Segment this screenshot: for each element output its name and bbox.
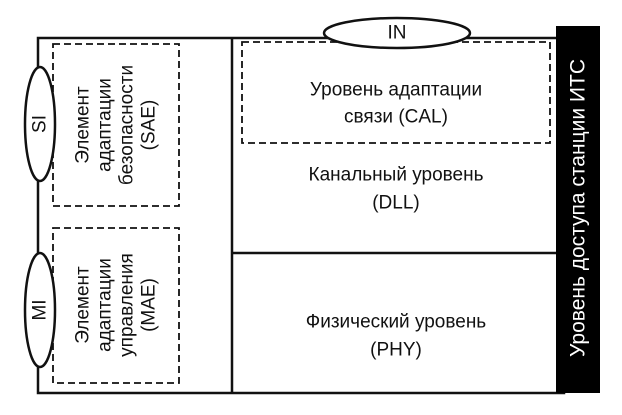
si-interface-label: SI — [30, 115, 51, 133]
side-title: Уровень доступа станции ИТС — [567, 59, 590, 357]
mi-interface-ellipse — [23, 251, 57, 369]
sae-label-line-3: безопасности — [117, 65, 138, 185]
sae-label: Элемент адаптации безопасности (SAE) — [73, 65, 160, 185]
mae-label-line-3: управления — [117, 253, 138, 357]
phy-label-line-1: Физический уровень — [306, 312, 487, 333]
mae-label-line-4: (MAE) — [139, 278, 160, 332]
si-interface-ellipse — [23, 65, 57, 183]
side-title-bar — [556, 26, 600, 393]
cal-label-line-2: связи (CAL) — [344, 107, 448, 128]
mi-interface-label: MI — [30, 299, 51, 320]
in-interface-label: IN — [388, 23, 407, 44]
dll-label-line-2: (DLL) — [372, 193, 420, 214]
mae-label-line-1: Элемент — [73, 266, 94, 344]
cal-label-line-1: Уровень адаптации — [310, 80, 482, 101]
mae-label-line-2: адаптации — [95, 258, 116, 352]
phy-label-line-2: (PHY) — [370, 340, 422, 361]
sae-label-line-1: Элемент — [73, 86, 94, 164]
dll-label-line-1: Канальный уровень — [309, 165, 484, 186]
sae-label-line-2: адаптации — [95, 78, 116, 172]
in-interface-ellipse — [322, 16, 472, 50]
mae-label: Элемент адаптации управления (MAE) — [73, 253, 160, 357]
sae-label-line-4: (SAE) — [139, 100, 160, 151]
